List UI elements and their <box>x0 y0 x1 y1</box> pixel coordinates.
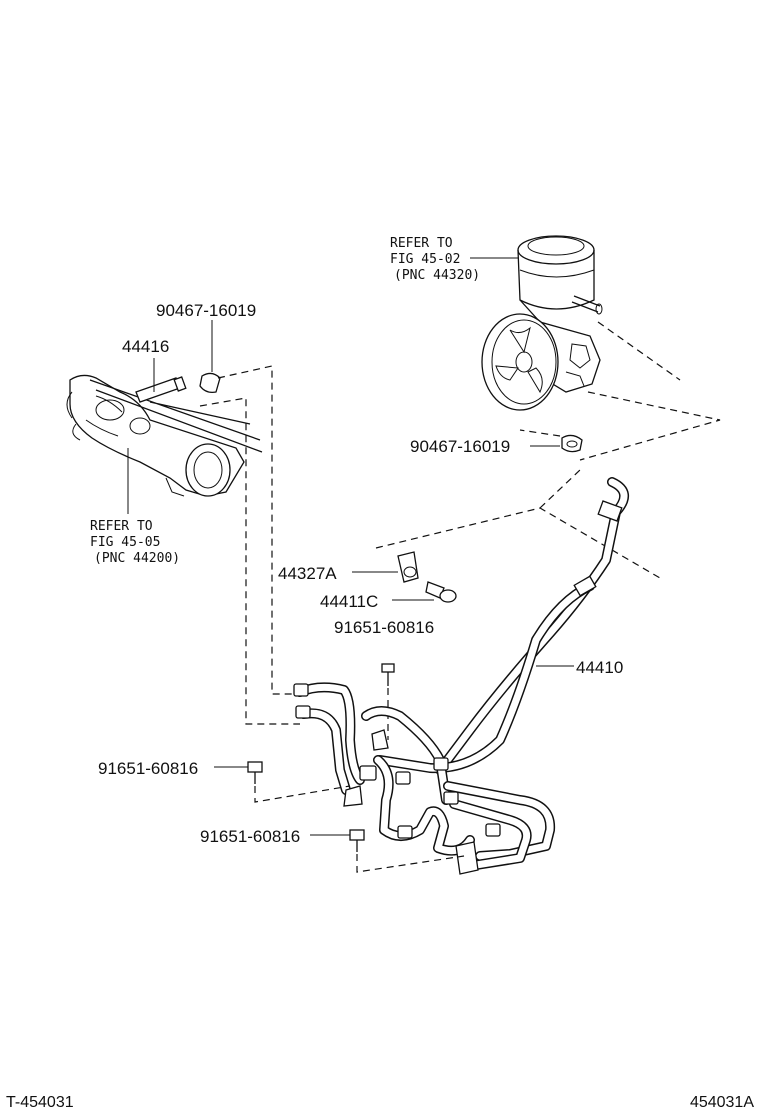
pressure-hose-44410 <box>293 477 629 875</box>
bolt-bottom-dash <box>356 854 465 873</box>
clamp-dashed-guides <box>375 469 661 579</box>
pump-refer-line2: FIG 45-02 <box>390 252 460 267</box>
bolt-left-label: 91651-60816 <box>98 759 198 778</box>
bolt-center-part <box>381 663 395 686</box>
bolt-bottom-label: 91651-60816 <box>200 827 300 846</box>
pump-refer-line1: REFER TO <box>390 236 453 251</box>
part-44411c-label: 44411C <box>320 592 378 611</box>
footer-left-code: T-454031 <box>6 1094 74 1111</box>
tube-fitting-44416 <box>135 376 187 403</box>
clip-top-left-label: 90467-16019 <box>156 301 256 320</box>
gear-refer-line2: FIG 45-05 <box>90 535 160 550</box>
bolt-bottom-part <box>349 829 365 852</box>
clip-right-label: 90467-16019 <box>410 437 510 456</box>
part-44327a-label: 44327A <box>278 564 337 583</box>
union-bolt-44411c-part <box>425 581 457 603</box>
power-steering-pump-drawing <box>481 235 603 411</box>
gear-dashed-guide-outer <box>217 365 296 695</box>
gear-refer-line3: (PNC 44200) <box>94 551 180 566</box>
steering-gear-drawing <box>66 374 263 497</box>
part-44416-label: 44416 <box>122 337 169 356</box>
pump-dashed-guides <box>519 321 721 461</box>
footer-right-code: 454031A <box>690 1094 754 1111</box>
clip-top-left-part <box>199 372 221 394</box>
clamp-44327a-part <box>397 551 419 583</box>
bolt-left-dash <box>254 785 351 803</box>
bolt-center-label: 91651-60816 <box>334 618 434 637</box>
gear-dashed-guide-inner <box>199 397 300 725</box>
gear-refer-line1: REFER TO <box>90 519 153 534</box>
clip-right-part <box>561 434 583 453</box>
bolt-left-part <box>247 761 263 784</box>
part-44410-label: 44410 <box>576 658 623 677</box>
pump-refer-line3: (PNC 44320) <box>394 268 480 283</box>
